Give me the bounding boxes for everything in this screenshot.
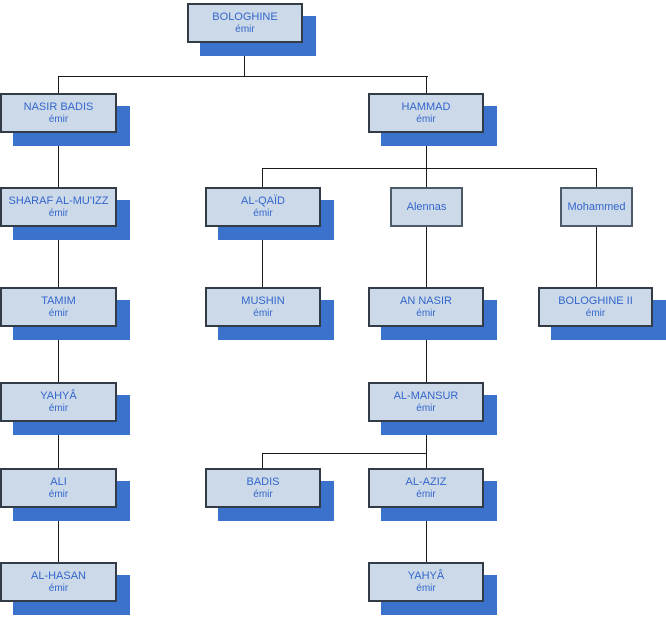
node-title: émir [416, 402, 436, 414]
connector-line [426, 453, 427, 468]
connector-line [262, 453, 427, 454]
node-box: AL-AZIZ émir [368, 468, 484, 508]
connector-line [426, 168, 427, 187]
node-name: AL-AZIZ [405, 475, 447, 488]
connector-line [58, 508, 59, 562]
connector-line [426, 422, 427, 453]
node-badis: BADIS émir [205, 468, 334, 521]
node-al-qaid: AL-QAÏD émir [205, 187, 334, 240]
node-al-aziz: AL-AZIZ émir [368, 468, 497, 521]
node-title: émir [48, 113, 69, 125]
connector-line [596, 227, 597, 287]
node-box: BOLOGHINE émir [187, 3, 303, 43]
node-title: émir [416, 582, 436, 594]
connector-line [58, 76, 59, 93]
node-box: ALI émir [0, 468, 117, 508]
connector-line [58, 133, 59, 187]
node-name: BOLOGHINE II [558, 294, 633, 307]
node-box: NASIR BADIS émir [0, 93, 117, 133]
node-name: MUSHIN [241, 294, 285, 307]
node-ali: ALI émir [0, 468, 130, 521]
node-title: émir [416, 307, 436, 319]
node-box: YAHYÂ émir [368, 562, 484, 602]
connector-line [426, 76, 427, 93]
connector-line [58, 327, 59, 382]
node-mohammed: Mohammed [560, 187, 633, 227]
connector-line [262, 168, 597, 169]
connector-line [262, 227, 263, 287]
node-mushin: MUSHIN émir [205, 287, 334, 340]
connector-line [262, 168, 263, 187]
node-box: SHARAF AL-MU'IZZ émir [0, 187, 117, 227]
node-name: AL-MANSUR [393, 389, 459, 402]
node-yahya: YAHYÂ émir [0, 382, 130, 435]
connector-line [426, 327, 427, 382]
node-title: émir [253, 207, 273, 219]
node-name: Alennas [406, 200, 447, 213]
node-box: BADIS émir [205, 468, 321, 508]
node-box: BOLOGHINE II émir [538, 287, 653, 327]
connector-line [596, 168, 597, 187]
node-name: ALI [50, 475, 67, 488]
node-name: TAMIM [41, 294, 76, 307]
connector-line [58, 76, 428, 77]
node-name: AN NASIR [400, 294, 452, 307]
node-box: AL-MANSUR émir [368, 382, 484, 422]
node-box: AN NASIR émir [368, 287, 484, 327]
node-title: émir [48, 307, 69, 319]
node-title: émir [253, 307, 273, 319]
node-al-hasan: AL-HASAN émir [0, 562, 130, 615]
node-alennas: Alennas [390, 187, 463, 227]
node-box: Mohammed [560, 187, 633, 227]
node-title: émir [416, 113, 436, 125]
node-title: émir [48, 582, 69, 594]
connector-line [58, 227, 59, 287]
node-box: AL-HASAN émir [0, 562, 117, 602]
node-title: émir [48, 207, 69, 219]
node-sharaf-al-muizz: SHARAF AL-MU'IZZ émir [0, 187, 130, 240]
node-name: BOLOGHINE [212, 10, 278, 23]
node-title: émir [585, 307, 606, 319]
node-name: AL-QAÏD [240, 194, 285, 207]
node-name: Mohammed [567, 200, 626, 213]
connector-line [426, 508, 427, 562]
node-box: MUSHIN émir [205, 287, 321, 327]
node-al-mansur: AL-MANSUR émir [368, 382, 497, 435]
node-box: Alennas [390, 187, 463, 227]
node-an-nasir: AN NASIR émir [368, 287, 497, 340]
node-nasir-badis: NASIR BADIS émir [0, 93, 130, 146]
connector-line [426, 227, 427, 287]
node-bologhine-ii: BOLOGHINE II émir [538, 287, 666, 340]
node-yahya-ii: YAHYÂ émir [368, 562, 497, 615]
node-title: émir [253, 488, 273, 500]
node-name: HAMMAD [401, 100, 451, 113]
connector-line [58, 422, 59, 468]
node-hammad: HAMMAD émir [368, 93, 497, 146]
node-box: TAMIM émir [0, 287, 117, 327]
connector-line [244, 43, 245, 76]
node-box: YAHYÂ émir [0, 382, 117, 422]
node-box: AL-QAÏD émir [205, 187, 321, 227]
node-title: émir [48, 402, 69, 414]
node-name: AL-HASAN [30, 569, 87, 582]
connector-line [262, 453, 263, 468]
node-name: YAHYÂ [407, 569, 445, 582]
node-title: émir [416, 488, 436, 500]
connector-line [426, 133, 427, 168]
node-box: HAMMAD émir [368, 93, 484, 133]
node-name: SHARAF AL-MU'IZZ [8, 194, 109, 207]
node-tamim: TAMIM émir [0, 287, 130, 340]
node-name: NASIR BADIS [23, 100, 94, 113]
node-name: BADIS [246, 475, 280, 488]
node-title: émir [48, 488, 69, 500]
node-title: émir [235, 23, 255, 35]
node-bologhine: BOLOGHINE émir [187, 3, 316, 56]
node-name: YAHYÂ [40, 389, 77, 402]
